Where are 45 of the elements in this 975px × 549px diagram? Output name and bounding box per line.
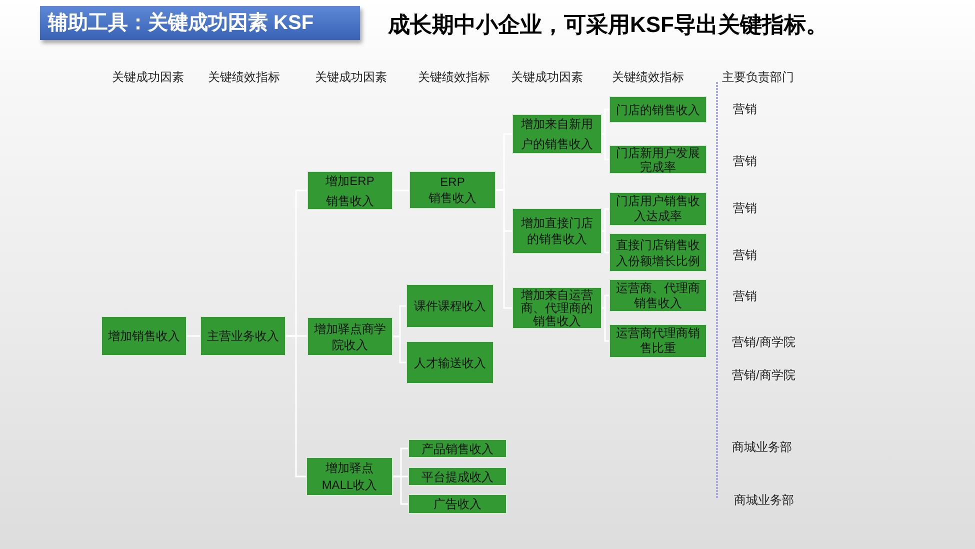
connector-line: [602, 208, 609, 232]
column-header: 关键绩效指标: [418, 70, 490, 84]
process-box: 门店新用户发展完成率: [609, 145, 707, 174]
process-box: 增加来自新用户的销售收入: [512, 114, 602, 154]
column-header: 关键成功因素: [112, 70, 184, 84]
column-header: 主要负责部门: [722, 70, 794, 84]
connector-line: [602, 133, 609, 160]
department-label: 商城业务部: [732, 440, 792, 454]
connector-line: [602, 307, 609, 342]
connector-line: [602, 108, 609, 135]
process-box: 主营业务收入: [200, 316, 286, 356]
process-box: 增加驿点商学院收入: [307, 317, 393, 356]
heading: 成长期中小企业，可采用KSF导出关键指标。: [388, 12, 828, 38]
process-box: 直接门店销售收入份额增长比例: [609, 233, 707, 272]
column-header: 关键绩效指标: [208, 70, 280, 84]
department-label: 营销: [733, 289, 757, 303]
connector-line: [393, 336, 406, 364]
process-box: 增加直接门店的销售收入: [512, 208, 602, 254]
column-header: 关键成功因素: [315, 70, 387, 84]
department-label: 营销: [733, 154, 757, 168]
department-label: 营销/商学院: [732, 335, 796, 349]
department-label: 营销: [733, 102, 757, 116]
department-label: 营销: [733, 201, 757, 215]
process-box: 课件课程收入: [406, 284, 494, 328]
connector-line: [602, 294, 609, 309]
process-box: 增加驿点 MALL收入: [306, 457, 393, 496]
process-box: 增加销售收入: [101, 316, 187, 356]
department-label: 商城业务部: [734, 493, 794, 507]
process-box: 门店用户销售收入达成率: [609, 192, 707, 226]
process-box: ERP 销售收入: [409, 171, 496, 209]
department-label: 营销: [733, 248, 757, 262]
column-header: 关键成功因素: [511, 70, 583, 84]
process-box: 增加ERP 销售收入: [307, 171, 393, 210]
process-box: 人才输送收入: [406, 341, 494, 384]
process-box: 运营商、代理商销售收入: [609, 279, 707, 312]
process-box: 广告收入: [408, 494, 507, 514]
title-banner: 辅助工具：关键成功因素 KSF: [40, 6, 360, 40]
process-box: 增加来自运营商、代理商的销售收入: [512, 287, 602, 329]
connector-line: [602, 230, 609, 254]
department-label: 营销/商学院: [732, 368, 796, 382]
process-box: 运营商代理商销售比重: [609, 324, 707, 358]
process-box: 产品销售收入: [408, 439, 507, 458]
process-box: 平台提成收入: [408, 467, 507, 486]
process-box: 门店的销售收入: [609, 96, 707, 123]
column-header: 关键绩效指标: [612, 70, 684, 84]
